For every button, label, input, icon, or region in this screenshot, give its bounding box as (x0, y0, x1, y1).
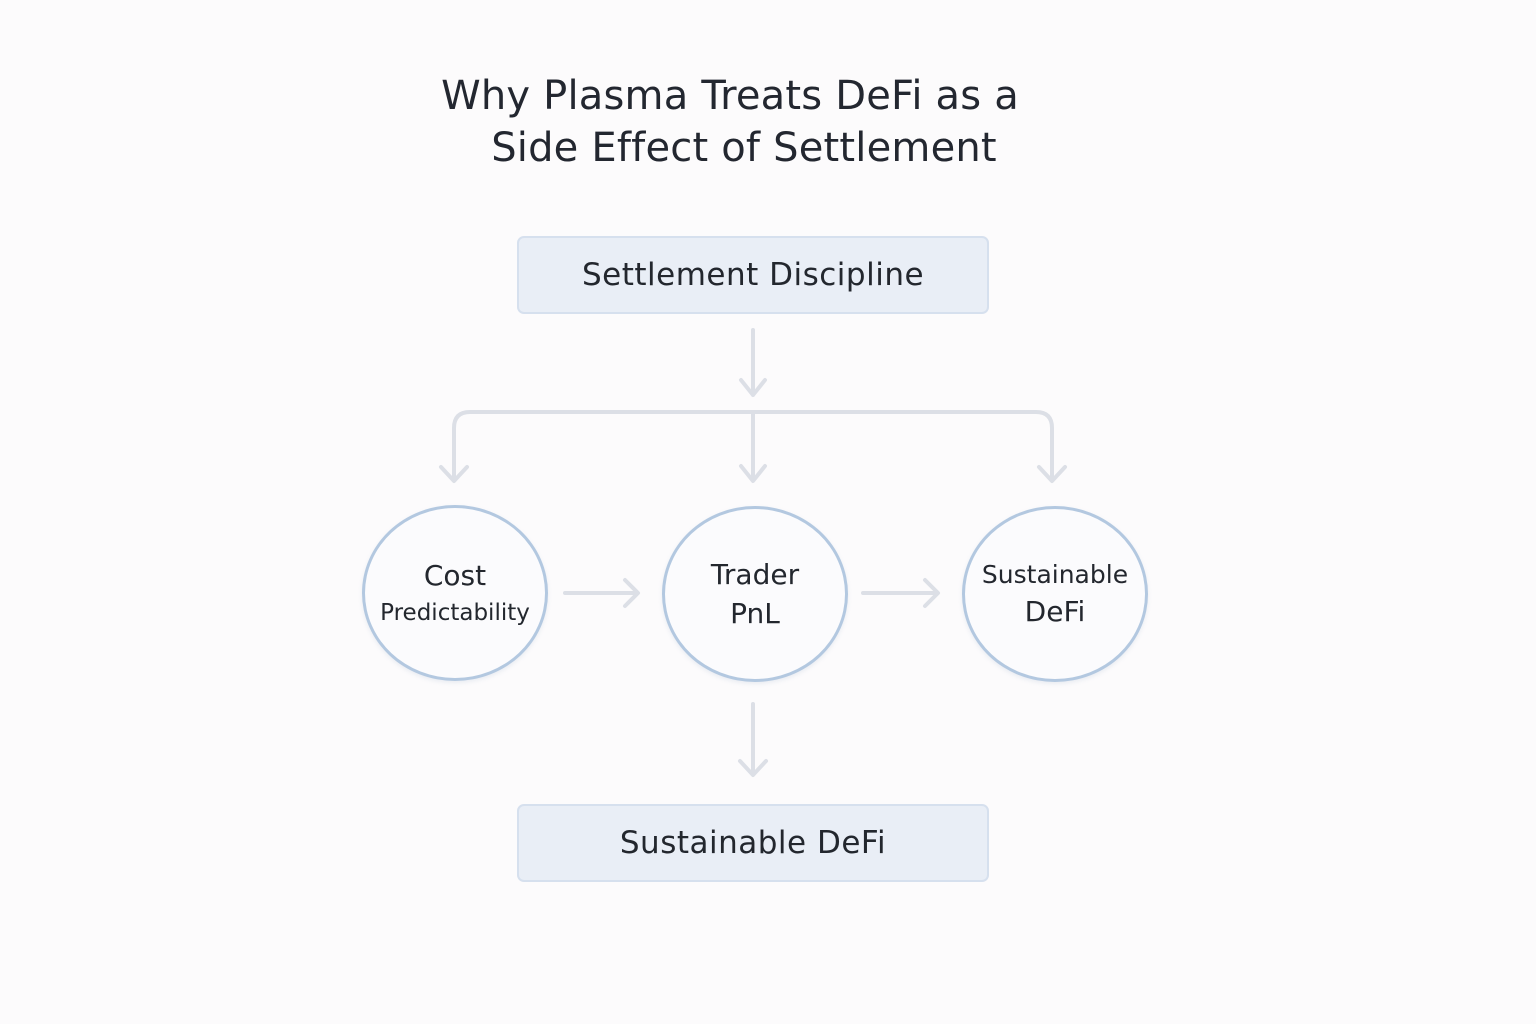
arrowhead-right-branch (1037, 465, 1067, 483)
node-label-line-1: Trader (710, 558, 800, 591)
node-cost-predictability: Cost Predictability (362, 505, 548, 681)
arrow-trader-to-bottom (738, 702, 768, 777)
title-line-1: Why Plasma Treats DeFi as a (441, 73, 1019, 119)
node-sustainable-defi-circle: Sustainable DeFi (962, 506, 1148, 682)
title-line-2: Side Effect of Settlement (491, 125, 997, 171)
node-label-line-1: Cost (423, 559, 487, 593)
node-sustainable-defi: Sustainable DeFi (517, 804, 989, 882)
node-label-line-2: DeFi (1024, 595, 1086, 629)
node-label: Sustainable DeFi (619, 825, 887, 861)
diagram-title: Why Plasma Treats DeFi as a Side Effect … (0, 70, 1460, 174)
arrow-center-branch (739, 410, 767, 483)
branch-bar (452, 410, 1054, 482)
arrowhead-left-branch (439, 465, 469, 483)
arrow-trader-to-sustainable (861, 578, 940, 608)
node-label-line-2: Predictability (380, 600, 530, 627)
node-trader-pnl: Trader PnL (662, 506, 848, 682)
arrow-cost-to-trader (563, 578, 640, 608)
node-label-line-2: PnL (730, 597, 780, 630)
node-settlement-discipline: Settlement Discipline (517, 236, 989, 314)
node-label: Settlement Discipline (581, 257, 925, 293)
arrow-top-to-branch (739, 328, 767, 397)
node-label-line-1: Sustainable (981, 559, 1129, 589)
